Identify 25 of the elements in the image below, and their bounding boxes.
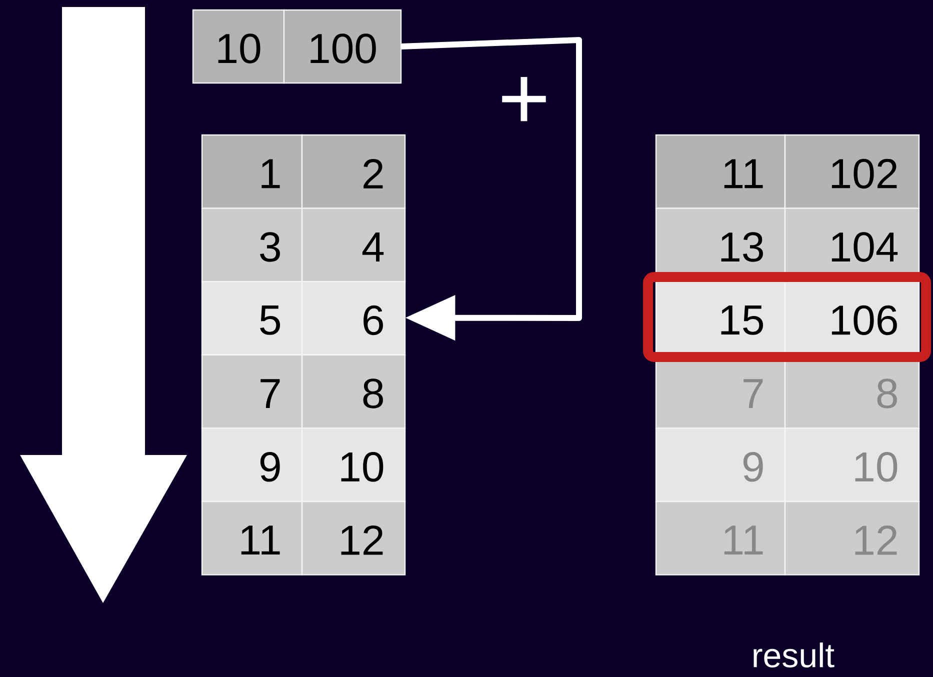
table-cell: 6 <box>301 281 406 356</box>
table-cell: 1 <box>201 134 303 209</box>
table-cell: 10 <box>784 428 920 502</box>
table-cell: 12 <box>301 500 406 576</box>
table-cell: 9 <box>201 428 303 502</box>
table-cell: 9 <box>655 428 786 502</box>
table-cell: 100 <box>283 9 402 84</box>
edge-label: + <box>502 77 546 122</box>
table-cell: 12 <box>784 500 920 576</box>
table-cell: 15 <box>655 281 786 356</box>
table-cell: 10 <box>192 9 285 84</box>
table-cell: 10 <box>301 428 406 502</box>
table-cell: 102 <box>784 134 920 209</box>
table-cell: 2 <box>301 134 406 209</box>
table-cell: 11 <box>201 500 303 576</box>
table-cell: 11 <box>655 134 786 209</box>
table-cell: 3 <box>201 208 303 282</box>
arrow <box>401 37 582 341</box>
caption-label: result <box>754 642 834 668</box>
table-cell: 11 <box>655 500 786 576</box>
table-cell: 4 <box>301 208 406 282</box>
table-cell: 7 <box>201 354 303 429</box>
table-cell: 106 <box>784 281 920 356</box>
table-cell: 5 <box>201 281 303 356</box>
table-cell: 8 <box>301 354 406 429</box>
